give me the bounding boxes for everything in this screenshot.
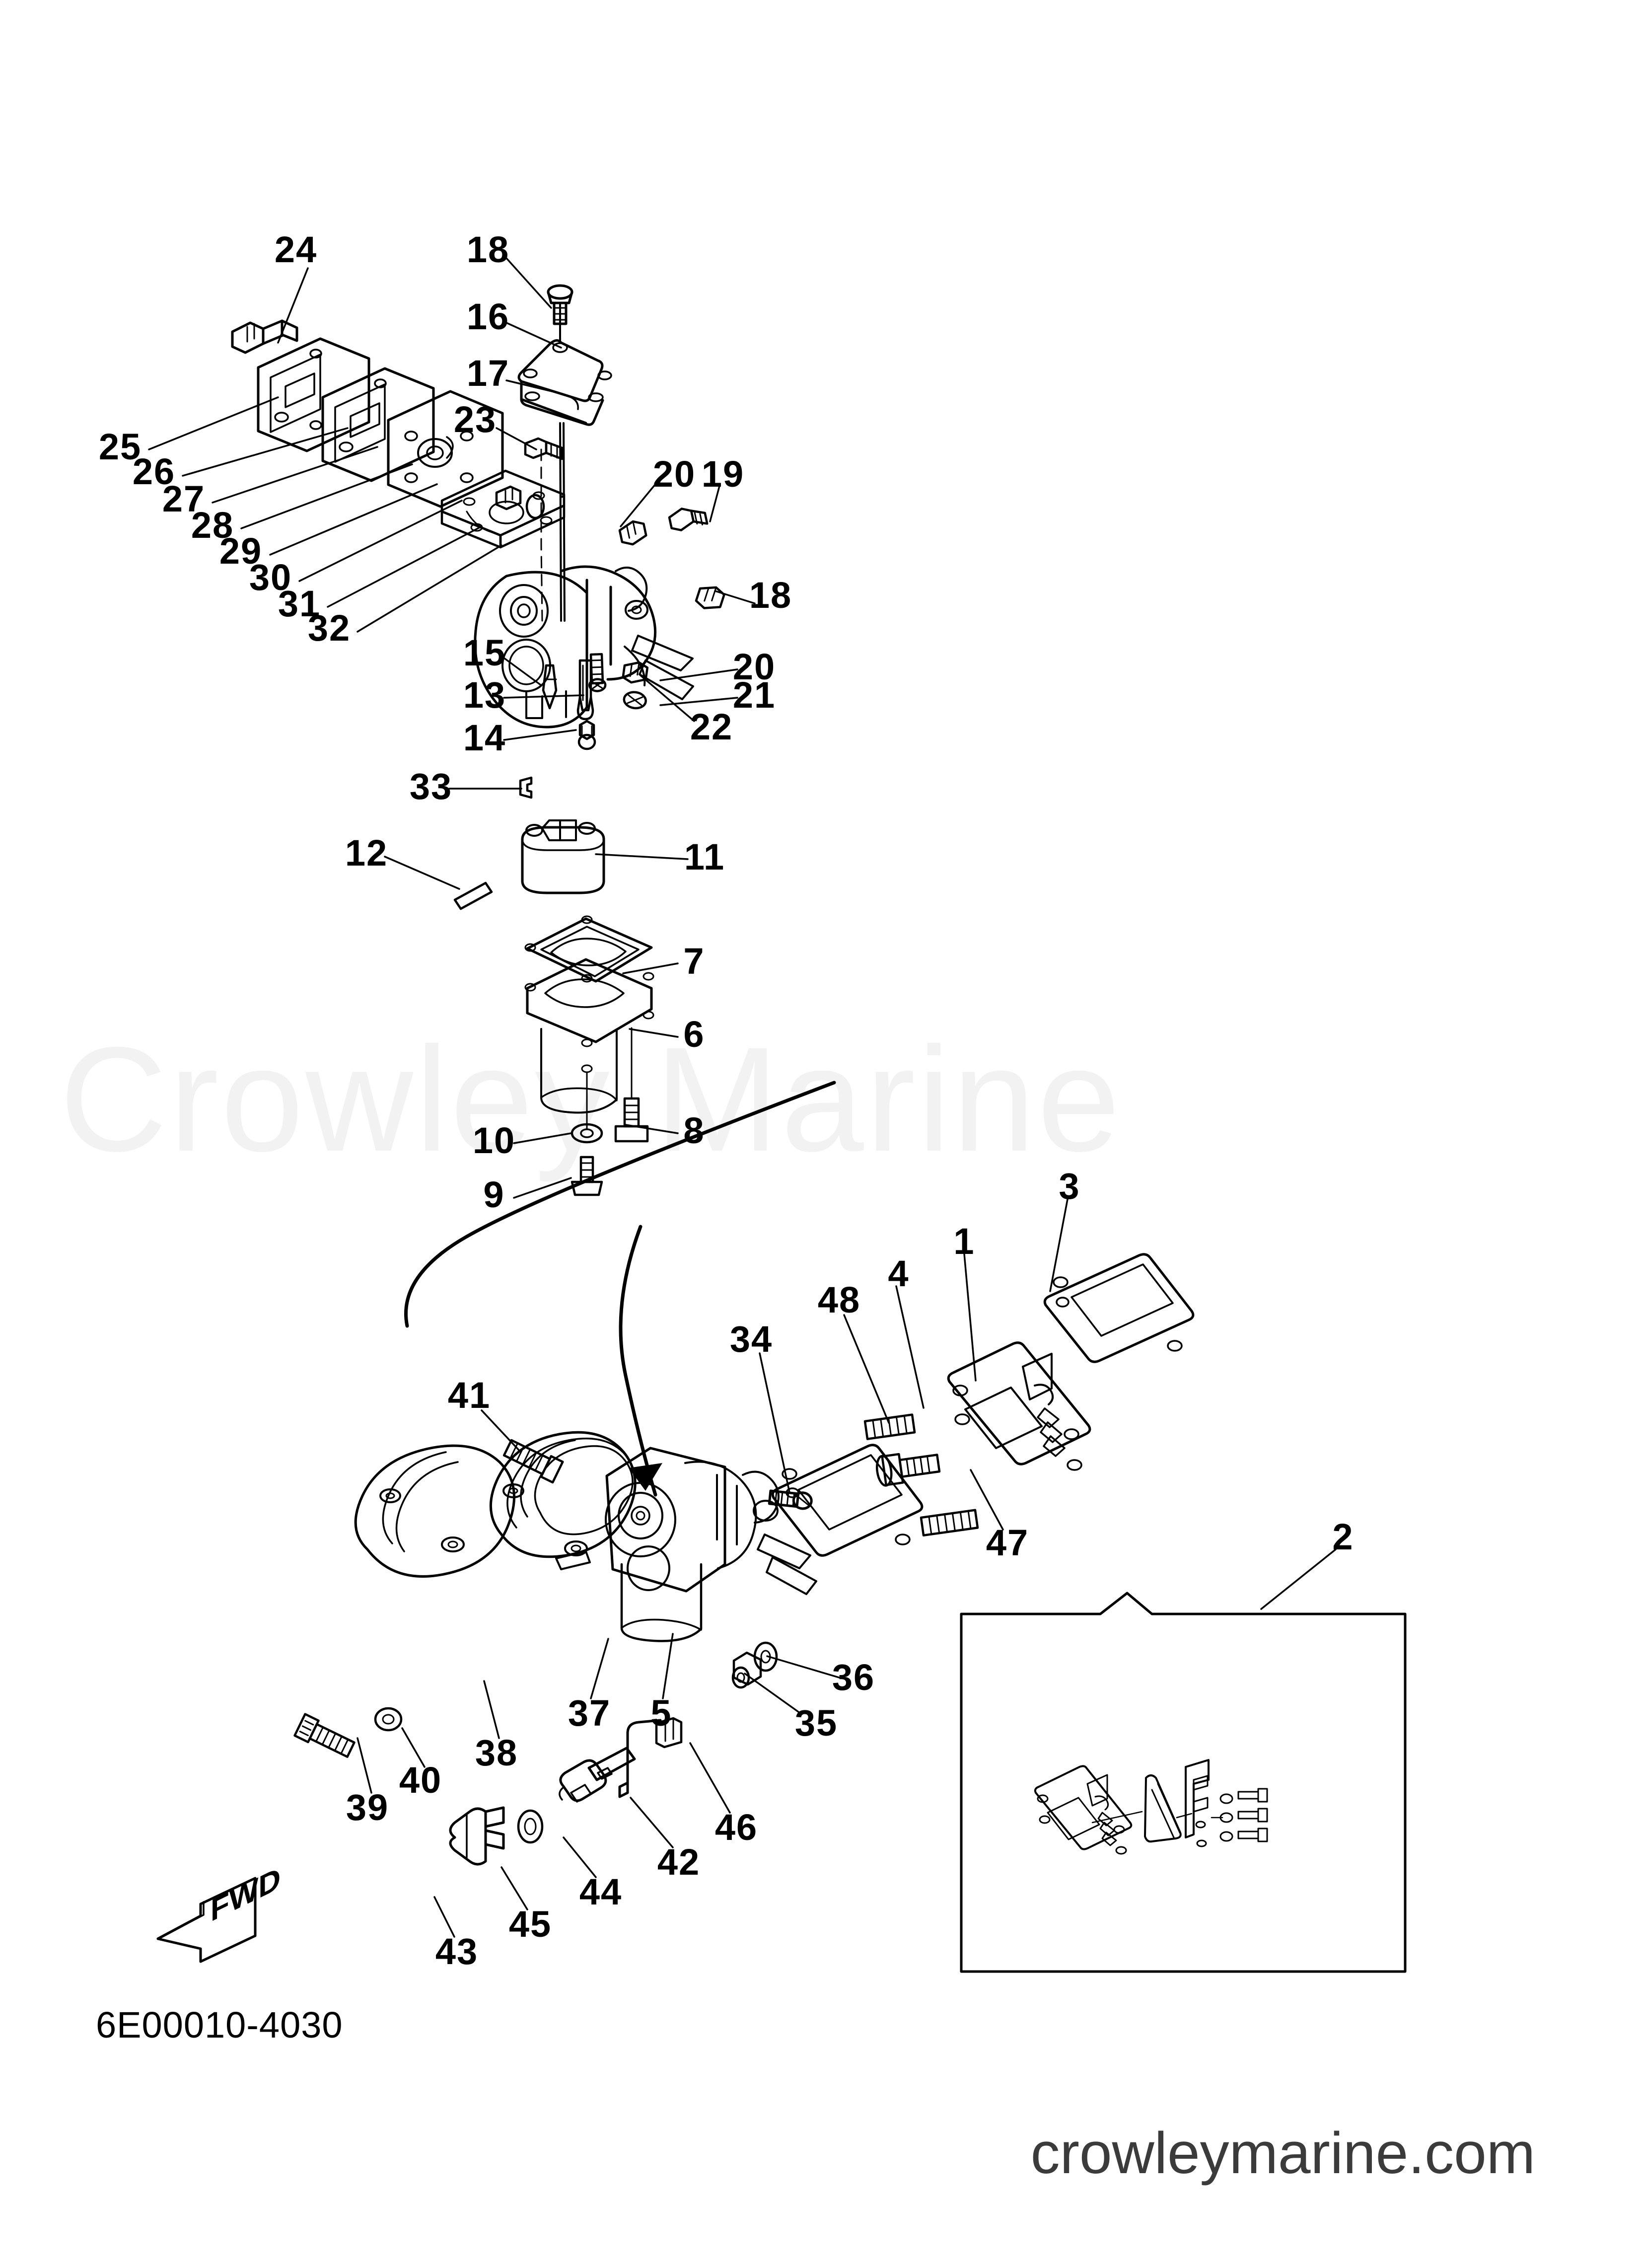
carburetor-centre-shaft bbox=[559, 302, 566, 622]
callout-number-36: 36 bbox=[832, 1657, 875, 1698]
callout-number-43: 43 bbox=[435, 1931, 479, 1972]
parts-25-30-fuel-pump-plates bbox=[257, 337, 504, 508]
callout-number-30: 30 bbox=[249, 557, 292, 598]
callout-number-18: 18 bbox=[466, 229, 510, 270]
part-3-reed-gasket bbox=[1043, 1253, 1195, 1363]
fwd-direction-arrow bbox=[156, 1877, 257, 1963]
part-6-float-chamber bbox=[524, 958, 654, 1114]
part-38-silencer-cover bbox=[354, 1444, 515, 1578]
callout-number-22: 22 bbox=[690, 706, 733, 747]
part-5-carburetor-assembly bbox=[605, 1447, 817, 1642]
callout-number-33: 33 bbox=[409, 766, 453, 807]
part-23-screw bbox=[524, 437, 564, 460]
callout-number-19: 19 bbox=[701, 453, 745, 495]
part-37-silencer-bracket bbox=[490, 1431, 637, 1570]
part-2-inset-box bbox=[960, 1592, 1407, 1973]
part-12-float-pin bbox=[453, 881, 493, 910]
callout-number-46: 46 bbox=[714, 1807, 758, 1848]
callout-number-26: 26 bbox=[132, 451, 176, 492]
callout-number-12: 12 bbox=[345, 832, 388, 874]
part-15-pilot-screw bbox=[542, 664, 558, 710]
callout-number-11: 11 bbox=[684, 836, 725, 878]
callout-number-24: 24 bbox=[274, 229, 318, 270]
callout-number-2: 2 bbox=[1332, 1516, 1354, 1557]
callout-number-25: 25 bbox=[98, 426, 142, 467]
parts-35-36-nut-washer bbox=[731, 1641, 778, 1689]
inset-reed-valve-exploded bbox=[1034, 1759, 1268, 1855]
part-23-centreline bbox=[540, 448, 543, 622]
callout-number-38: 38 bbox=[475, 1732, 518, 1773]
callout-number-44: 44 bbox=[579, 1871, 623, 1912]
callout-number-5: 5 bbox=[650, 1692, 672, 1734]
callout-number-48: 48 bbox=[817, 1279, 861, 1320]
callout-number-35: 35 bbox=[794, 1702, 838, 1744]
carburetor-body-upper bbox=[474, 565, 694, 729]
callout-number-6: 6 bbox=[683, 1014, 705, 1055]
callout-number-9: 9 bbox=[483, 1174, 505, 1215]
part-11-float bbox=[521, 819, 605, 894]
callout-number-15: 15 bbox=[463, 632, 506, 673]
part-32-diaphragm-gasket bbox=[440, 469, 566, 549]
callout-number-10: 10 bbox=[472, 1120, 516, 1161]
diagram-part-number: 6E00010-4030 bbox=[96, 2004, 343, 2046]
callout-number-16: 16 bbox=[466, 296, 510, 337]
callout-number-8: 8 bbox=[683, 1110, 705, 1151]
callout-number-45: 45 bbox=[508, 1903, 552, 1945]
callout-number-31: 31 bbox=[278, 583, 321, 624]
part-13-main-nozzle bbox=[576, 659, 594, 721]
callout-number-47: 47 bbox=[986, 1522, 1029, 1563]
callout-number-1: 1 bbox=[953, 1221, 975, 1262]
part-42-choke-rod bbox=[618, 1719, 662, 1798]
callout-number-34: 34 bbox=[729, 1318, 773, 1360]
callout-number-41: 41 bbox=[447, 1375, 491, 1416]
part-1-reed-valve bbox=[947, 1341, 1091, 1471]
callout-number-40: 40 bbox=[399, 1759, 442, 1801]
part-44-choke-plunger bbox=[559, 1747, 636, 1803]
callout-number-17: 17 bbox=[466, 353, 510, 394]
part-8-bolt bbox=[614, 1097, 649, 1143]
site-footer-url: crowleymarine.com bbox=[1030, 2121, 1535, 2186]
assembly-pointer-curve bbox=[404, 1081, 836, 1497]
part-43-choke-knob bbox=[449, 1806, 505, 1866]
callout-number-4: 4 bbox=[888, 1253, 910, 1294]
part-18b-screw bbox=[695, 586, 725, 609]
part-4-flange-bolt bbox=[875, 1453, 941, 1487]
part-33-clip bbox=[519, 776, 533, 799]
part-7-gasket bbox=[524, 915, 654, 983]
part-10-washer bbox=[571, 1123, 603, 1144]
part-34-gasket bbox=[771, 1444, 924, 1557]
callout-number-18: 18 bbox=[749, 575, 792, 616]
callout-number-3: 3 bbox=[1059, 1166, 1080, 1207]
parts-16-17-18-cover bbox=[517, 284, 612, 498]
parts-47-48-studs bbox=[863, 1413, 979, 1536]
part-46-clip bbox=[655, 1717, 683, 1749]
callout-number-29: 29 bbox=[219, 530, 263, 572]
callout-number-39: 39 bbox=[346, 1787, 389, 1828]
part-45-washer bbox=[517, 1809, 544, 1844]
parts-19-20-screws bbox=[618, 508, 709, 546]
callout-number-7: 7 bbox=[683, 941, 705, 982]
callout-number-23: 23 bbox=[453, 399, 497, 440]
leader-lines-upper bbox=[148, 257, 756, 1199]
callout-number-28: 28 bbox=[191, 505, 234, 546]
callout-number-32: 32 bbox=[307, 607, 351, 649]
part-24-fitting bbox=[231, 319, 298, 354]
callout-number-21: 21 bbox=[732, 674, 776, 716]
callout-number-14: 14 bbox=[463, 717, 506, 758]
callout-number-37: 37 bbox=[568, 1692, 611, 1734]
part-14-main-jet bbox=[577, 720, 596, 750]
parts-20b-21-22-screws bbox=[588, 653, 649, 710]
callout-number-42: 42 bbox=[657, 1841, 701, 1883]
callout-number-13: 13 bbox=[463, 674, 506, 716]
part-9-drain-screw bbox=[571, 1156, 603, 1196]
parts-39-40-bolt-washer bbox=[293, 1707, 403, 1758]
callout-number-27: 27 bbox=[162, 478, 206, 519]
callout-number-20: 20 bbox=[652, 453, 696, 495]
callout-number-20: 20 bbox=[732, 646, 776, 687]
leader-lines-lower bbox=[357, 1198, 1337, 1938]
